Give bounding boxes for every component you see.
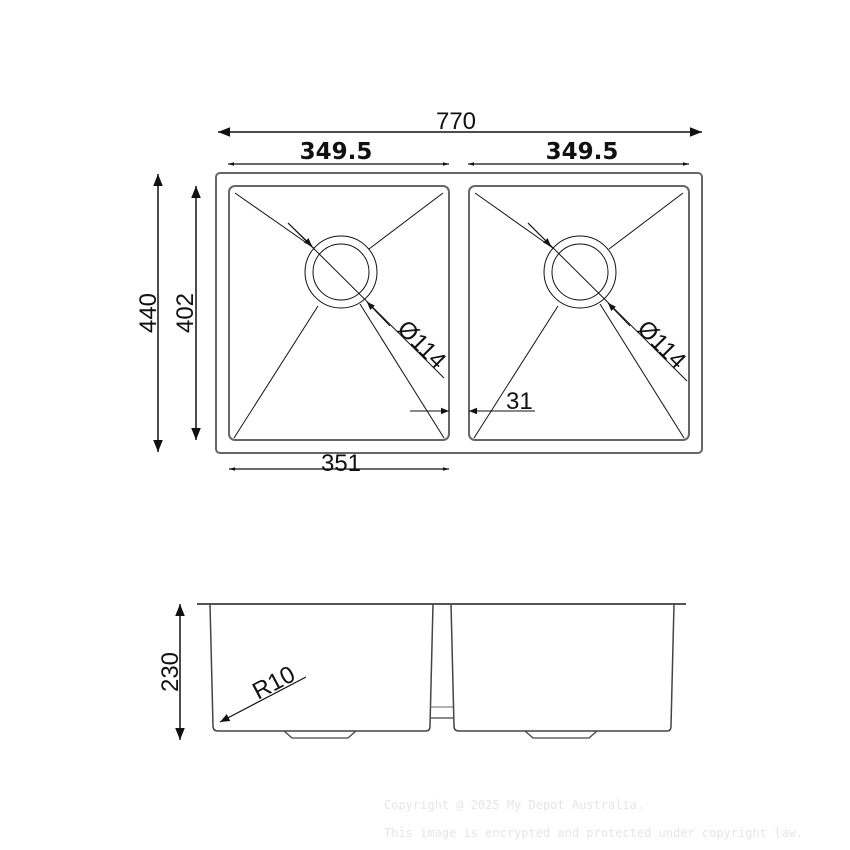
side-view: 230 R10 bbox=[157, 603, 686, 740]
radius-label: R10 bbox=[248, 661, 300, 706]
overall-depth-label: 440 bbox=[135, 293, 162, 333]
drain-left-label: Ø114 bbox=[392, 315, 451, 374]
overall-width-label: 770 bbox=[436, 108, 476, 135]
watermark-line1: Copyright @ 2025 My Depot Australia. bbox=[384, 798, 645, 812]
bowl-depth-label: 402 bbox=[172, 293, 199, 333]
right-bowl: Ø114 bbox=[468, 185, 691, 441]
bowl-width-right-label: 349.5 bbox=[546, 139, 619, 165]
height-label: 230 bbox=[157, 652, 184, 692]
watermark-line2: This image is encrypted and protected un… bbox=[384, 826, 804, 840]
bowl-width-left-label: 349.5 bbox=[300, 139, 373, 165]
left-bowl: Ø114 bbox=[228, 185, 451, 441]
bowl-inner-width-label: 351 bbox=[321, 450, 361, 477]
drain-right-label: Ø114 bbox=[632, 315, 691, 374]
top-view: 770 349.5 349.5 440 402 Ø114 bbox=[135, 108, 703, 477]
divider-label: 31 bbox=[506, 388, 533, 415]
